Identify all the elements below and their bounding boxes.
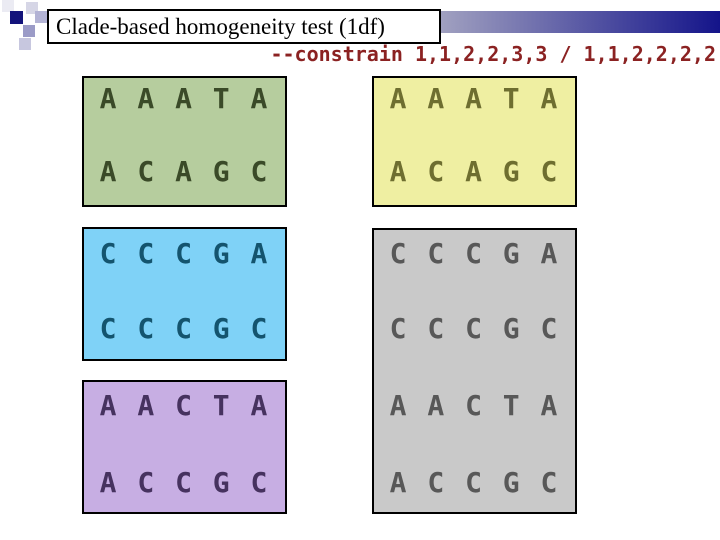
title-gradient-bar: [430, 11, 720, 33]
right-clade-1-box: A A A T A A C A G C: [372, 76, 577, 207]
sequence-row: A C C G C: [99, 466, 270, 499]
right-clade-2-box: C C C G A C C C G C A A C T A A C C G C: [372, 228, 577, 514]
sequence-row: A A C T A: [99, 389, 270, 422]
left-clade-1-box: A A A T A A C A G C: [82, 76, 287, 207]
sequence-row: C C C G A: [389, 237, 560, 270]
sequence-row: A C C G C: [389, 466, 560, 499]
page-title: Clade-based homogeneity test (1df): [56, 13, 385, 39]
sequence-row: A C A G C: [99, 155, 270, 188]
sequence-row: A A A T A: [99, 82, 270, 115]
deco-square-icon: [19, 38, 31, 50]
left-clade-2-box: C C C G A C C C G C: [82, 227, 287, 361]
sequence-row: C C C G C: [99, 312, 270, 345]
sequence-row: A A A T A: [389, 82, 560, 115]
sequence-row: C C C G C: [389, 312, 560, 345]
deco-square-icon: [23, 25, 35, 37]
sequence-row: A C A G C: [389, 155, 560, 188]
constraint-command: --constrain 1,1,2,2,3,3 / 1,1,2,2,2,2: [270, 42, 716, 66]
deco-square-icon: [10, 11, 23, 24]
title-box: Clade-based homogeneity test (1df): [47, 9, 441, 44]
deco-square-icon: [35, 11, 47, 23]
sequence-row: C C C G A: [99, 237, 270, 270]
left-clade-3-box: A A C T A A C C G C: [82, 380, 287, 514]
sequence-row: A A C T A: [389, 389, 560, 422]
deco-square-icon: [2, 0, 14, 12]
